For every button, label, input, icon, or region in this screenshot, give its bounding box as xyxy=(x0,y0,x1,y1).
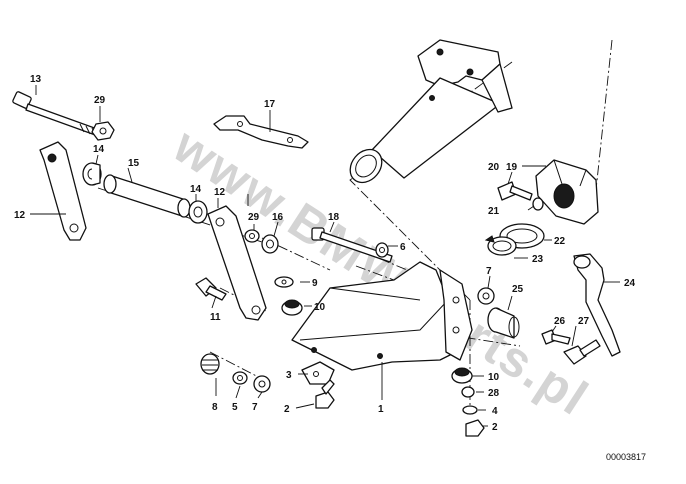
bushing-25 xyxy=(487,307,520,339)
washer-9 xyxy=(274,276,294,288)
bolt-18 xyxy=(311,227,393,263)
reference-number: 00003817 xyxy=(606,452,646,462)
bolt-13 xyxy=(12,91,101,137)
washer-6 xyxy=(375,242,389,258)
label-9: 9 xyxy=(312,278,318,289)
label-14-right: 14 xyxy=(190,184,202,195)
lever-24 xyxy=(573,253,621,357)
leader-lines xyxy=(30,85,620,427)
label-26: 26 xyxy=(554,316,566,327)
hose-clip-23 xyxy=(484,235,517,256)
steering-column-tube xyxy=(349,39,513,184)
label-27: 27 xyxy=(578,316,590,327)
tube-15 xyxy=(103,174,191,218)
label-11: 11 xyxy=(210,312,221,323)
label-17: 17 xyxy=(264,99,276,110)
label-13: 13 xyxy=(30,74,42,85)
bolt-2-left xyxy=(315,379,335,409)
bushing-14-left xyxy=(82,162,102,186)
plate-17 xyxy=(213,115,309,149)
clamp-19 xyxy=(535,159,599,225)
lever-12-center xyxy=(207,205,267,321)
label-12-left: 12 xyxy=(14,210,26,221)
bolt-2-right xyxy=(465,419,485,437)
label-28: 28 xyxy=(488,388,500,399)
spacer-28 xyxy=(461,386,475,398)
bolt-11 xyxy=(195,277,227,301)
label-19: 19 xyxy=(506,162,518,173)
nut-16 xyxy=(261,234,279,254)
clip-3 xyxy=(301,361,335,385)
label-22: 22 xyxy=(554,236,566,247)
nut-29-top xyxy=(91,121,115,141)
label-7-right: 7 xyxy=(486,266,492,277)
label-6: 6 xyxy=(400,242,406,253)
label-14-left: 14 xyxy=(93,144,105,155)
label-25: 25 xyxy=(512,284,524,295)
washer-5 xyxy=(232,371,248,385)
label-21: 21 xyxy=(488,206,500,217)
rubber-10-right xyxy=(451,367,473,384)
label-16: 16 xyxy=(272,212,284,223)
bracket-1 xyxy=(291,261,473,371)
washer-21 xyxy=(532,197,544,211)
mount-8 xyxy=(200,353,220,375)
nut-7-right xyxy=(477,287,495,305)
label-5: 5 xyxy=(232,402,238,413)
rubber-10-left xyxy=(281,299,303,316)
label-10-right: 10 xyxy=(488,372,500,383)
label-10-left: 10 xyxy=(314,302,326,313)
nut-7-left xyxy=(253,375,271,393)
lever-12-left xyxy=(39,141,87,241)
label-1: 1 xyxy=(378,404,384,415)
label-4: 4 xyxy=(492,406,498,417)
label-23: 23 xyxy=(532,254,544,265)
label-3: 3 xyxy=(286,370,292,381)
label-2-left: 2 xyxy=(284,404,290,415)
label-8: 8 xyxy=(212,402,218,413)
washer-29-center xyxy=(244,229,260,243)
bushing-14-right xyxy=(188,200,208,224)
label-2-right: 2 xyxy=(492,422,498,433)
bolt-27 xyxy=(563,339,601,365)
label-29-center: 29 xyxy=(248,212,260,223)
label-12-center: 12 xyxy=(214,187,226,198)
label-15: 15 xyxy=(128,158,140,169)
label-7-left: 7 xyxy=(252,402,258,413)
washer-4 xyxy=(462,405,478,415)
label-29-top: 29 xyxy=(94,95,106,106)
label-20: 20 xyxy=(488,162,500,173)
label-18: 18 xyxy=(328,212,340,223)
label-24: 24 xyxy=(624,278,636,289)
bolt-26 xyxy=(541,329,571,345)
bolt-20 xyxy=(497,181,533,201)
part-labels: 13 29 17 14 15 12 14 12 29 16 18 6 9 10 … xyxy=(14,74,636,433)
